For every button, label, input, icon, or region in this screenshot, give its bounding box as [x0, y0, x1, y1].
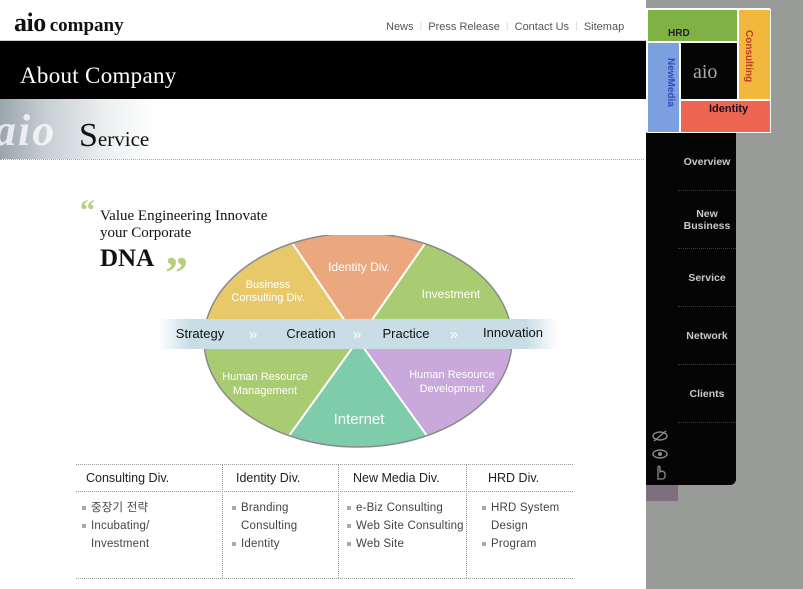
- nav-news[interactable]: News: [386, 21, 414, 33]
- label-internet: Internet: [334, 411, 386, 428]
- page-title: About Company: [20, 63, 177, 88]
- table-header-border: [76, 491, 573, 492]
- label-investment: Investment: [422, 287, 481, 301]
- list-item: Web Site Consulting: [345, 517, 464, 535]
- list-item: e-Biz Consulting: [345, 499, 464, 517]
- quote-close-icon: ”: [165, 247, 188, 298]
- band-creation: Creation: [286, 326, 335, 341]
- section-title: Service: [79, 117, 149, 155]
- nav-contact-us[interactable]: Contact Us: [514, 21, 570, 33]
- label-hr-management-2: Management: [233, 385, 297, 397]
- band-strategy: Strategy: [176, 326, 225, 341]
- eye-slash-icon[interactable]: [651, 428, 669, 444]
- list-item: Identity: [230, 535, 300, 553]
- quote-open-icon: “: [80, 194, 95, 227]
- menu-icon-group: [651, 428, 669, 482]
- segment-hr-management: [204, 340, 358, 447]
- tile-aio-center[interactable]: aio: [680, 42, 738, 100]
- label-business-consulting-2: Consulting Div.: [231, 292, 304, 304]
- nav-press-release[interactable]: Press Release: [428, 21, 500, 33]
- label-identity: Identity Div.: [328, 260, 390, 274]
- top-navigation: News ⁞ Press Release ⁞ Contact Us ⁞ Site…: [380, 21, 630, 33]
- nav-separator: ⁞: [419, 22, 423, 33]
- segment-identity: [280, 235, 438, 340]
- tile-hrd-label: HRD: [668, 28, 690, 39]
- section-header-image: aio: [0, 99, 157, 159]
- column-consulting-items: 중장기 전략 Incubating/ Investment: [80, 491, 169, 553]
- column-identity: Identity Div. Branding Consulting Identi…: [232, 465, 301, 553]
- section-ghost-logo: aio: [0, 106, 57, 155]
- tile-newmedia[interactable]: NewMedia: [647, 42, 680, 133]
- section-title-initial: S: [79, 117, 98, 154]
- table-top-border: [76, 464, 573, 465]
- label-hr-development-2: Development: [420, 383, 485, 395]
- list-item: HRD System Design: [480, 499, 559, 535]
- company-logo[interactable]: aio company: [14, 8, 124, 38]
- menu-item-new-business[interactable]: New Business: [678, 191, 736, 249]
- column-hrd: HRD Div. HRD System Design Program: [482, 465, 559, 553]
- table-bottom-border: [76, 578, 573, 579]
- list-item: Incubating/ Investment: [80, 517, 169, 553]
- label-business-consulting-1: Business: [246, 279, 291, 291]
- list-item: Program: [480, 535, 559, 553]
- nav-sitemap[interactable]: Sitemap: [583, 21, 625, 33]
- section-title-rest: ervice: [97, 127, 150, 151]
- column-newmedia-head: New Media Div.: [353, 471, 440, 485]
- menu-footer-tab: [646, 485, 678, 501]
- menu-item-service[interactable]: Service: [678, 249, 736, 307]
- eye-icon[interactable]: [651, 446, 669, 462]
- segment-business-consulting-left: [204, 235, 358, 340]
- segment-hr-development: [358, 340, 512, 447]
- list-item: Branding Consulting: [230, 499, 300, 535]
- column-hrd-head: HRD Div.: [488, 471, 540, 485]
- menu-item-overview[interactable]: Overview: [678, 133, 736, 191]
- side-menu: [646, 133, 736, 485]
- band-practice: Practice: [383, 326, 430, 341]
- slogan: Value Engineering Innovate your Corporat…: [100, 208, 267, 242]
- tile-identity[interactable]: Identity: [680, 100, 771, 133]
- segment-internet: [268, 340, 448, 447]
- tile-identity-label: Identity: [709, 103, 749, 115]
- list-item: 중장기 전략: [80, 499, 169, 517]
- table-column-divider: [222, 465, 223, 578]
- process-band: [158, 319, 558, 349]
- slogan-dna: DNA: [100, 245, 155, 272]
- band-arrow-3: »: [450, 326, 458, 343]
- segment-investment: [358, 235, 512, 340]
- menu-item-network[interactable]: Network: [678, 307, 736, 365]
- column-consulting: Consulting Div. 중장기 전략 Incubating/ Inves…: [82, 465, 170, 553]
- tile-newmedia-label: NewMedia: [665, 58, 676, 107]
- column-newmedia: New Media Div. e-Biz Consulting Web Site…: [346, 465, 464, 553]
- column-identity-head: Identity Div.: [236, 471, 301, 485]
- label-hr-development-1: Human Resource: [409, 369, 495, 381]
- list-item: Web Site: [345, 535, 464, 553]
- section-divider: [0, 159, 644, 160]
- column-consulting-head: Consulting Div.: [86, 471, 170, 485]
- tile-hrd[interactable]: HRD: [647, 9, 738, 42]
- tile-aio-label: aio: [693, 61, 718, 83]
- logo-aio: aio: [14, 8, 46, 37]
- band-arrow-2: »: [353, 326, 361, 343]
- band-innovation: Innovation: [483, 325, 543, 340]
- slogan-line-2: your Corporate: [100, 225, 192, 241]
- hand-pointer-icon[interactable]: [651, 464, 669, 480]
- slogan-line-1: Value Engineering Innovate: [100, 208, 268, 224]
- page-banner: About Company: [0, 41, 646, 99]
- column-identity-items: Branding Consulting Identity: [230, 491, 300, 553]
- table-column-divider: [338, 465, 339, 578]
- table-column-divider: [466, 465, 467, 578]
- division-mosaic: HRD Consulting NewMedia Identity aio: [646, 8, 771, 133]
- header-divider: [0, 40, 646, 41]
- logo-company: company: [49, 15, 124, 36]
- menu-item-clients[interactable]: Clients: [678, 365, 736, 423]
- column-hrd-items: HRD System Design Program: [480, 491, 559, 553]
- tile-consulting-label: Consulting: [743, 30, 754, 83]
- column-newmedia-items: e-Biz Consulting Web Site Consulting Web…: [345, 491, 464, 553]
- label-hr-management-1: Human Resource: [222, 371, 308, 383]
- nav-separator: ⁞: [505, 22, 509, 33]
- tile-consulting[interactable]: Consulting: [738, 9, 771, 100]
- band-arrow-1: »: [249, 326, 257, 343]
- nav-separator: ⁞: [575, 22, 578, 33]
- service-diagram: Business Consulting Div. Identity Div. I…: [158, 235, 558, 448]
